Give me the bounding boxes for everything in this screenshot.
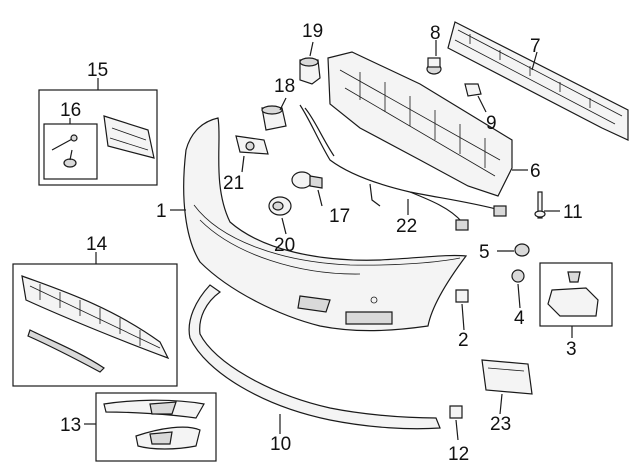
- callout-16: 16: [60, 100, 81, 121]
- callout-3: 3: [566, 339, 577, 360]
- leader-18: [279, 97, 287, 111]
- callout-17: 17: [329, 206, 350, 227]
- box-14: [12, 263, 178, 387]
- callout-8: 8: [430, 23, 441, 44]
- part-13-bezels: [103, 399, 205, 450]
- callout-10: 10: [270, 434, 291, 455]
- part-1-bumper-cover: [183, 117, 468, 332]
- part-16-fasteners: [51, 134, 78, 168]
- box-3: [539, 262, 613, 327]
- callout-14: 14: [86, 234, 108, 255]
- part-2-clip: [455, 289, 469, 303]
- leader-17: [317, 189, 323, 207]
- leader-12: [455, 419, 459, 441]
- part-11-stud: [534, 191, 546, 219]
- callout-22: 22: [396, 216, 417, 237]
- part-9-clip: [464, 83, 482, 97]
- callout-19: 19: [302, 21, 323, 42]
- callout-9: 9: [486, 113, 497, 134]
- callout-23: 23: [490, 414, 511, 435]
- callout-7: 7: [530, 36, 541, 57]
- box-16: [43, 123, 98, 180]
- leader-9: [477, 95, 487, 113]
- part-6-energy-absorber: [327, 51, 513, 197]
- leader-19: [309, 41, 314, 57]
- leader-2: [461, 303, 465, 331]
- part-22-wiring-harness: [299, 104, 507, 231]
- callout-11: 11: [563, 202, 583, 223]
- part-14-grille: [21, 275, 170, 373]
- part-5-nut: [514, 243, 530, 257]
- part-17-sensor: [291, 171, 323, 189]
- part-3-bracket-kit: [547, 271, 599, 317]
- part-7-reinforcement-bar: [447, 21, 629, 141]
- callout-1: 1: [156, 201, 167, 222]
- leader-7: [531, 51, 538, 71]
- part-20-bezel: [268, 196, 292, 216]
- callout-2: 2: [458, 330, 469, 351]
- callout-13: 13: [60, 415, 81, 436]
- callout-4: 4: [514, 308, 525, 329]
- part-19-sensor: [299, 57, 321, 85]
- part-10-lower-valance: [188, 284, 441, 430]
- part-12-clip: [449, 405, 463, 419]
- box-13: [95, 392, 217, 462]
- leader-23: [499, 393, 503, 415]
- callout-20: 20: [274, 235, 295, 256]
- part-8-bolt: [426, 57, 442, 75]
- callout-5: 5: [479, 242, 490, 263]
- part-18-sensor: [261, 105, 287, 131]
- part-15-bracket: [103, 115, 155, 159]
- callout-15: 15: [87, 60, 108, 81]
- leader-21: [241, 155, 245, 173]
- part-4-nut: [511, 269, 525, 283]
- callout-6: 6: [530, 161, 541, 182]
- callout-21: 21: [223, 173, 244, 194]
- part-23-sensor-module: [481, 359, 533, 395]
- part-21-bracket: [235, 135, 269, 155]
- callout-18: 18: [274, 76, 295, 97]
- callout-12: 12: [448, 444, 469, 465]
- leader-20: [281, 217, 287, 235]
- leader-4: [517, 283, 521, 309]
